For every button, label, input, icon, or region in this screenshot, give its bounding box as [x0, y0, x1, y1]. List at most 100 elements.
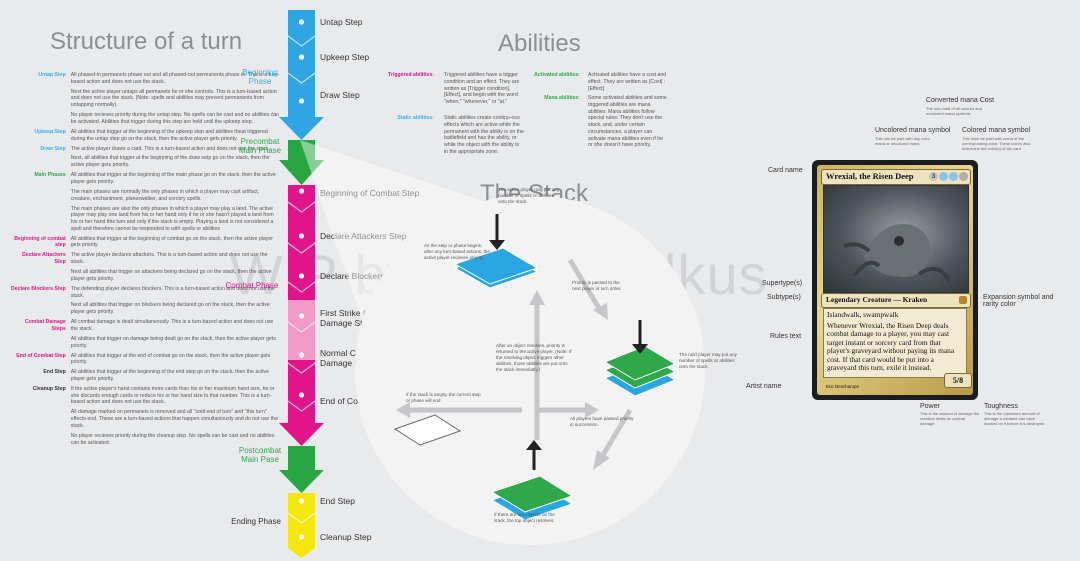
rule-row: Beginning of combat step All abilities th…: [10, 236, 280, 250]
rule-text: All combat damage is dealt simultaneousl…: [70, 319, 274, 332]
rule-text: The main phases are normally the only ph…: [70, 188, 260, 202]
rule-label: [10, 302, 66, 316]
rule-text: No player recieves priority during the u…: [70, 112, 279, 125]
rule-label: Upkeep Step: [34, 128, 66, 135]
stack-cards-bottom: [490, 440, 574, 521]
combat-phase-arrow: [279, 423, 324, 446]
kraken-art: [843, 224, 951, 282]
rule-text: All abilities that trigger at the beginn…: [70, 128, 268, 142]
title-structure: Structure of a turn: [50, 28, 243, 55]
rule-text: All phased-in permanets phase out and al…: [70, 72, 280, 85]
label-subtype: Subtype(s): [767, 294, 801, 301]
stack-diagram: [300, 140, 705, 545]
precombat-main-band: [288, 140, 315, 162]
triggered-abilities-text: Triggered abilities have a trigger condi…: [444, 72, 520, 105]
rule-label: [10, 155, 66, 169]
activated-abilities-text: Activated abilities have a cost and effe…: [588, 72, 667, 92]
stack-note-top: The active player may put any number of …: [498, 187, 560, 204]
label-cmc-sub: The sum total of all colored and uncolor…: [926, 106, 982, 116]
rule-row: Combat Damage Steps All combat damage is …: [10, 319, 280, 333]
label-toughness-sub: This is the maximum amount of damage a c…: [984, 411, 1045, 426]
rule-text: All abilities that trigger at the end of…: [70, 352, 271, 366]
card-pt: 5/8: [952, 376, 964, 385]
label-card-name: Card name: [768, 167, 803, 174]
rule-row: Upkeep Step All abilities that trigger at…: [10, 129, 280, 143]
label-supertype: Supertype(s): [762, 280, 803, 287]
stack-cards-top: [453, 214, 539, 289]
rule-label: Cleanup Step: [32, 385, 66, 392]
label-colored-sub: This must be paid with mana of the corre…: [962, 136, 1031, 151]
card-artist: Eric Deschamps: [826, 384, 859, 389]
rules-column: Untap Step All phased-in permanets phase …: [10, 72, 280, 449]
rule-label: End Step: [43, 369, 66, 376]
card-rules-text: Whenever Wrexial, the Risen Deep deals c…: [827, 320, 955, 373]
rule-label: [10, 112, 66, 126]
rule-label: [10, 189, 66, 203]
label-power: Power: [920, 403, 940, 410]
step-end: End Step: [320, 496, 355, 506]
stack-note-priority: Priority is passed to the next player in…: [572, 280, 622, 291]
mana-cost: 3: [929, 172, 968, 181]
rule-text: The active player draws a card. This is …: [70, 145, 270, 152]
phase-beginning: Beginning Phase: [242, 68, 278, 87]
rule-text: Next all abilities that trigger on attac…: [70, 269, 272, 282]
rule-text: If the active player's hand contains mor…: [70, 385, 275, 406]
card-type-text: Legendary Creature — Kraken: [826, 295, 928, 304]
stack-note-resolve: After an object resolves, priority is re…: [496, 343, 572, 372]
activated-abilities-label: Activated abilities:: [534, 72, 580, 78]
rule-text: No player recieves priority during the c…: [70, 432, 275, 446]
rule-row: All abilities that trigger on damage bei…: [10, 336, 280, 350]
card-art: [823, 185, 969, 293]
rule-text: Next the active player untaps all perman…: [70, 88, 277, 109]
step-declare-attackers: Declare Attackers Step: [320, 231, 406, 241]
rule-label: [10, 409, 66, 429]
rule-label: [10, 433, 66, 447]
label-expansion: Expansion symbol and rarity color: [983, 294, 1054, 308]
magic-card: Wrexial, the Risen Deep 3 Legendary Crea…: [812, 160, 978, 400]
static-abilities-text: Static abilities create continu-ous effe…: [444, 115, 524, 155]
rule-label: Main Phases: [34, 172, 66, 179]
rule-text: All abilities that trigger at the beginn…: [70, 235, 273, 249]
rule-label: [10, 206, 66, 233]
rule-row: No player recieves priority during the c…: [10, 433, 280, 447]
card-name-text: Wrexial, the Risen Deep: [826, 171, 914, 181]
card-pt-box: 5/8: [944, 373, 972, 388]
label-rules: Rules text: [770, 333, 802, 340]
rule-row: Next all abilities that trigger on block…: [10, 302, 280, 316]
label-power-sub: This is the amount of damage the creatur…: [920, 411, 980, 426]
card-keywords: Islandwalk, swampwalk: [827, 310, 899, 319]
rule-label: [10, 269, 66, 283]
stack-note-empty: If the stack is empty, the current step …: [406, 392, 481, 403]
phase-ending: Ending Phase: [231, 517, 281, 526]
ending-phase-arrow: [288, 548, 315, 558]
rule-text: The active player declares attackers. Th…: [70, 252, 268, 266]
rule-row: Next all abilities that trigger on attac…: [10, 269, 280, 283]
turn-timeline: [279, 10, 324, 558]
combat-phase-band-light: [288, 300, 315, 360]
mana-black-icon: [959, 172, 968, 181]
rule-row: The main phases are also the only phases…: [10, 206, 280, 233]
label-colored: Colored mana symbol: [962, 127, 1031, 134]
rule-label: Untap Step: [38, 72, 66, 78]
rule-row: The main phases are normally the only ph…: [10, 189, 280, 203]
rule-text: The defending player declares blockers. …: [70, 285, 275, 299]
step-normal-damage: Normal Combat Damage Step: [320, 348, 380, 368]
rule-label: Combat Damage Steps: [24, 319, 66, 332]
rule-label: Beginning of combat step: [14, 235, 66, 249]
label-uncolored: Uncolored mana symbol: [875, 127, 951, 134]
card-name-bar: Wrexial, the Risen Deep 3: [821, 169, 971, 185]
step-declare-blockers: Declare Blockers Step: [320, 271, 404, 281]
static-abilities-label: Static abilities:: [397, 115, 434, 121]
rule-row: Untap Step All phased-in permanets phase …: [10, 72, 280, 86]
rule-text: The main phases are also the only phases…: [70, 205, 274, 232]
title-abilities: Abilities: [498, 30, 581, 57]
stack-note-begin: As the step or phase begins, after any t…: [424, 243, 490, 260]
beginning-phase-arrow: [279, 117, 324, 140]
triggered-abilities-label: Triggered abilities:: [387, 72, 434, 78]
label-uncolored-sub: This can be paid with any color mana or …: [875, 136, 930, 146]
postcombat-main-band: [288, 446, 315, 472]
step-dots: [298, 19, 305, 540]
